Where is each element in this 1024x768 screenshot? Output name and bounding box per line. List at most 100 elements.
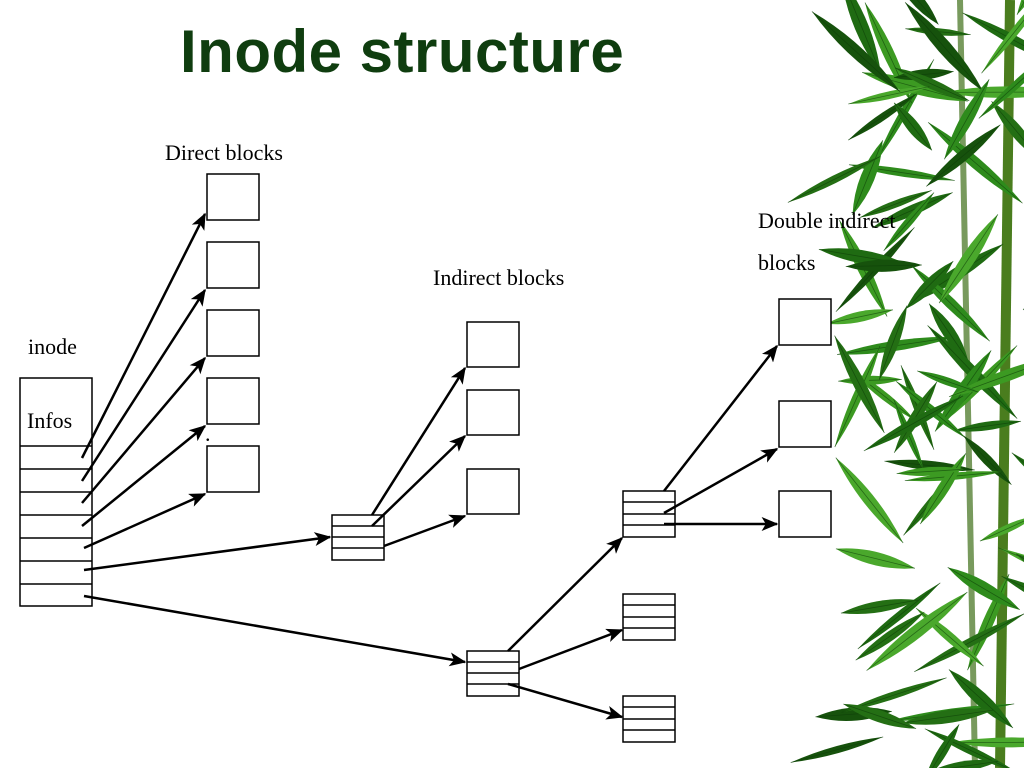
bamboo-leaf-vein bbox=[811, 11, 901, 92]
bamboo-leaf-vein bbox=[978, 46, 1024, 119]
arrow bbox=[507, 537, 623, 652]
bamboo-leaf-vein bbox=[848, 86, 930, 105]
label-double-indirect-line1: Double indirect bbox=[758, 208, 895, 233]
bamboo-leaf-vein bbox=[866, 591, 968, 671]
bamboo-leaf-vein bbox=[894, 67, 970, 102]
direct-block bbox=[206, 377, 260, 425]
bamboo-leaf-vein bbox=[835, 548, 915, 569]
bamboo-leaf-vein bbox=[930, 760, 999, 768]
bamboo-leaf-vein bbox=[857, 582, 941, 650]
bamboo-leaf-vein bbox=[834, 335, 885, 434]
bamboo-leaf-vein bbox=[967, 573, 1010, 671]
bamboo-leaf-vein bbox=[905, 260, 954, 310]
arrow bbox=[663, 447, 779, 515]
indirect-pointer-arrows bbox=[370, 366, 467, 548]
bamboo-leaf-vein bbox=[926, 124, 1001, 187]
bamboo-leaf-vein bbox=[943, 79, 990, 160]
label-indirect-blocks: Indirect blocks bbox=[433, 265, 564, 290]
bamboo-leaf-vein bbox=[840, 599, 918, 614]
bamboo-leaf-vein bbox=[998, 547, 1024, 594]
bamboo-leaf-vein bbox=[919, 453, 967, 525]
arrow bbox=[507, 682, 624, 720]
bamboo-leaf-vein bbox=[924, 728, 1017, 768]
second-level-index-block bbox=[622, 695, 676, 743]
bamboo-leaf-vein bbox=[1011, 452, 1024, 510]
bamboo-leaf-vein bbox=[878, 305, 908, 380]
bamboo-leaf-vein bbox=[947, 567, 1021, 611]
bamboo-leaf-vein bbox=[863, 395, 964, 452]
bamboo-leaf-vein bbox=[852, 140, 884, 216]
bamboo-leaf-vein bbox=[904, 2, 984, 93]
bamboo-leaf-vein bbox=[911, 264, 991, 342]
arrow bbox=[663, 344, 778, 492]
direct-pointer-arrows bbox=[80, 212, 207, 550]
bamboo-leaf-vein bbox=[893, 0, 939, 25]
bamboo-leaf-vein bbox=[790, 736, 884, 763]
direct-blocks bbox=[206, 173, 260, 493]
indirect-data-block bbox=[466, 389, 520, 436]
double-indirect-index-block bbox=[466, 650, 520, 697]
second-level-pointer-arrows bbox=[663, 344, 779, 531]
arrow bbox=[383, 514, 467, 548]
direct-block bbox=[206, 445, 260, 493]
bamboo-leaf-vein bbox=[979, 515, 1024, 542]
indirect-data-block bbox=[466, 321, 520, 368]
bamboo-leaf bbox=[1011, 452, 1024, 510]
bamboo-leaf-vein bbox=[893, 71, 954, 78]
double-indirect-data-block bbox=[778, 490, 832, 538]
bamboo-leaf-vein bbox=[838, 379, 902, 382]
bamboo-leaf-vein bbox=[981, 0, 1024, 74]
bamboo-leaf bbox=[1023, 237, 1024, 310]
bamboo-leaf-vein bbox=[845, 264, 922, 267]
bamboo-leaves-decoration bbox=[787, 0, 1024, 768]
label-inode: inode bbox=[28, 334, 77, 359]
arrow bbox=[81, 356, 206, 504]
bamboo-leaf-vein bbox=[948, 741, 1024, 744]
bamboo-leaf-vein bbox=[871, 192, 953, 229]
arrow bbox=[80, 212, 207, 459]
arrow bbox=[371, 435, 467, 527]
bamboo-leaf-vein bbox=[848, 93, 918, 141]
bamboo-leaf-vein bbox=[948, 669, 1014, 729]
arrow bbox=[81, 425, 207, 527]
direct-block bbox=[206, 309, 260, 357]
bamboo-leaf-vein bbox=[843, 703, 917, 729]
bamboo-leaf-vein bbox=[991, 100, 1024, 163]
bamboo-leaf-vein bbox=[896, 468, 965, 474]
arrow bbox=[370, 366, 467, 516]
bamboo-leaf-vein bbox=[834, 345, 881, 448]
label-infos: Infos bbox=[27, 408, 72, 433]
bamboo-leaf-vein bbox=[902, 709, 994, 724]
arrow bbox=[80, 288, 207, 482]
bamboo-leaf-vein bbox=[914, 613, 1024, 673]
indirect-data-block bbox=[466, 468, 520, 515]
bamboo-leaf-vein bbox=[855, 611, 925, 661]
bamboo-leaf-vein bbox=[787, 156, 881, 203]
bamboo-leaf-vein bbox=[835, 457, 904, 544]
double-indirect-pointer-arrows bbox=[507, 537, 624, 720]
bamboo-leaf-vein bbox=[893, 102, 933, 151]
bamboo-leaf-vein bbox=[938, 214, 999, 304]
double-indirect-data-block bbox=[778, 298, 832, 346]
second-level-index-block bbox=[622, 490, 676, 538]
second-level-index-block bbox=[622, 593, 676, 641]
bamboo-leaf-vein bbox=[963, 435, 1012, 486]
bamboo-leaf-cluster bbox=[787, 0, 1024, 768]
inode-box bbox=[19, 377, 93, 607]
bamboo-leaf-vein bbox=[924, 724, 960, 768]
arrow bbox=[83, 492, 207, 550]
double-indirect-arrow bbox=[83, 594, 467, 667]
label-double-indirect-line2: blocks bbox=[758, 250, 815, 275]
bamboo-leaf-vein bbox=[927, 121, 1023, 204]
bamboo-leaf-vein bbox=[953, 420, 1022, 432]
bamboo-leaf-vein bbox=[917, 370, 979, 393]
bamboo-leaf-vein bbox=[859, 190, 932, 219]
bamboo-leaf-vein bbox=[840, 0, 882, 74]
double-indirect-data-block bbox=[778, 400, 832, 448]
indirect-data-blocks bbox=[466, 321, 520, 515]
slide-title: Inode structure bbox=[180, 18, 625, 85]
single-indirect-arrow bbox=[83, 532, 332, 572]
label-direct-blocks: Direct blocks bbox=[165, 140, 283, 165]
